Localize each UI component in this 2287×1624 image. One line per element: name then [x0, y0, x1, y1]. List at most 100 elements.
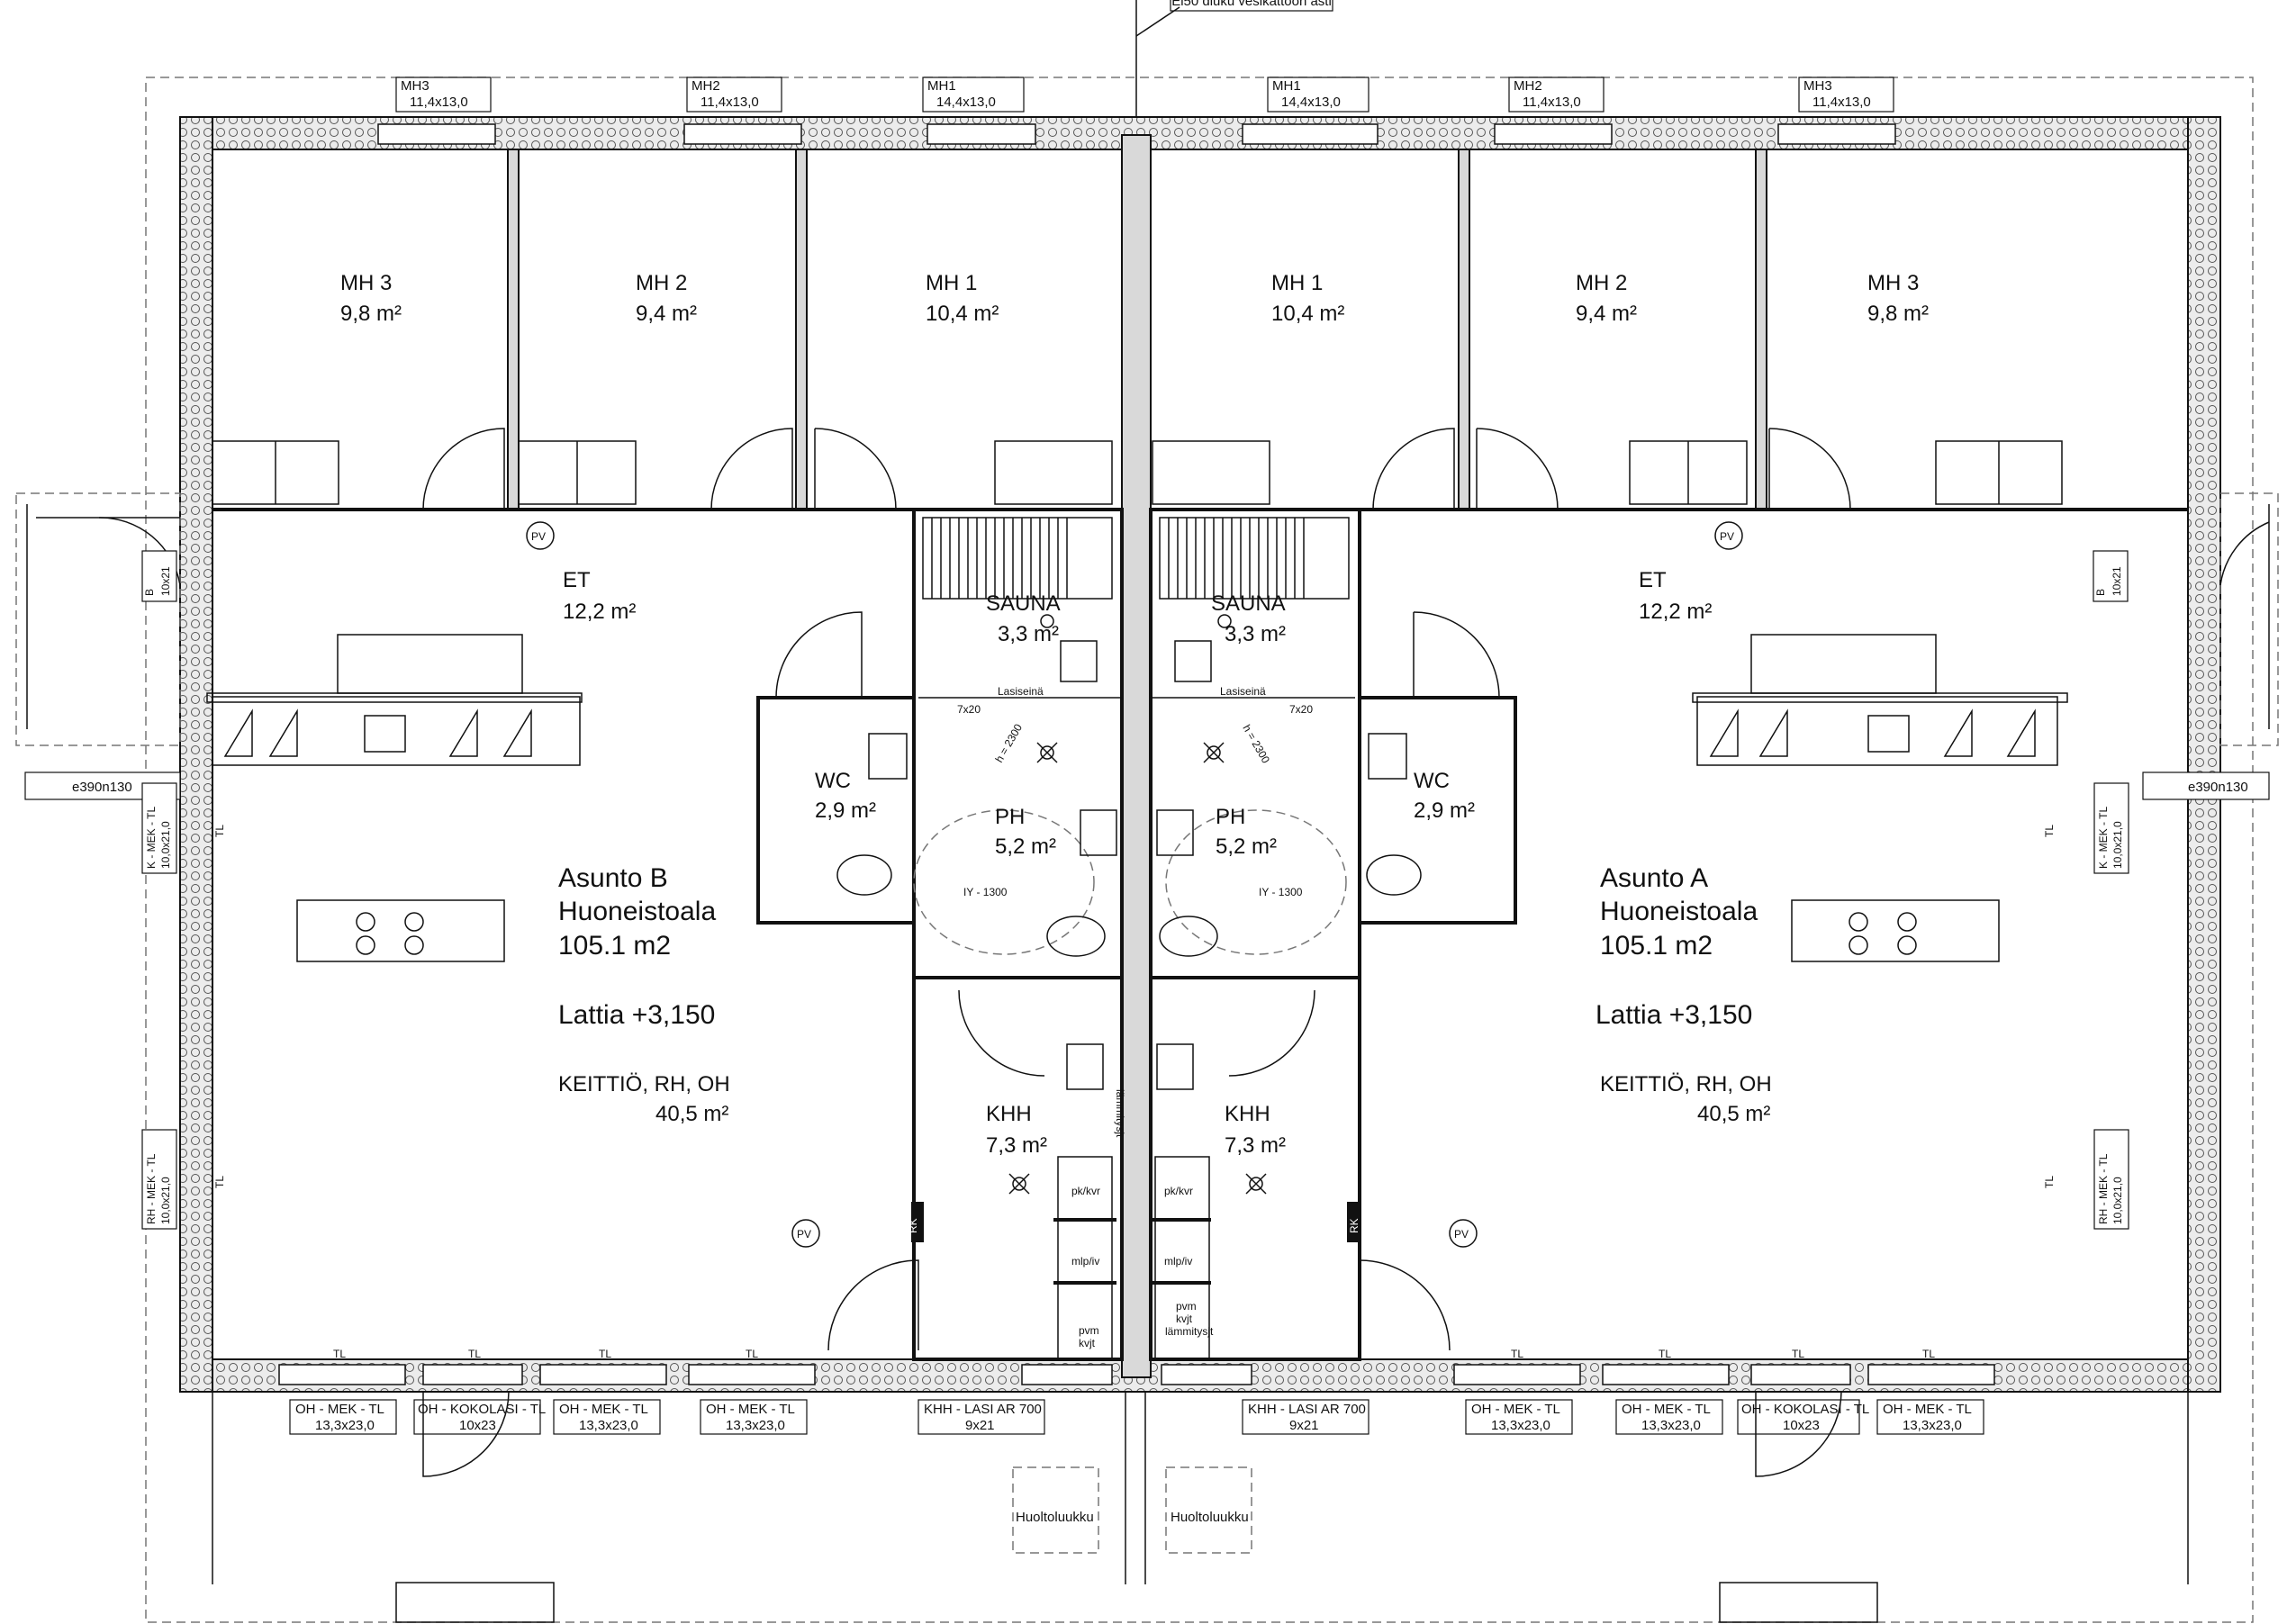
svg-text:TL: TL: [599, 1348, 611, 1360]
room-kitchen-a: KEITTIÖ, RH, OH: [1600, 1072, 1772, 1096]
room-mh3-b: MH 3: [340, 271, 392, 295]
svg-text:10x21: 10x21: [159, 566, 172, 596]
apt-b-floor: Lattia +3,150: [558, 1000, 715, 1030]
room-sauna-a: SAUNA: [1211, 591, 1286, 616]
svg-text:TL: TL: [213, 825, 226, 837]
svg-text:10,0x21,0: 10,0x21,0: [2111, 821, 2124, 869]
svg-text:MH1: MH1: [927, 78, 956, 94]
window-tag-bottom-2: OH - KOKOLASI - TL 10x23: [413, 1399, 546, 1435]
window-tag-bottom-7: OH - MEK - TL 13,3x23,0: [1465, 1399, 1573, 1435]
room-wc-b-area: 2,9 m²: [815, 798, 876, 823]
svg-text:11,4x13,0: 11,4x13,0: [410, 95, 468, 110]
svg-text:13,3x23,0: 13,3x23,0: [579, 1418, 638, 1433]
svg-text:11,4x13,0: 11,4x13,0: [1812, 95, 1871, 110]
balcony-right: e390n130 B 10x21: [2093, 492, 2279, 800]
svg-text:TL: TL: [1511, 1348, 1523, 1360]
svg-text:OH - MEK - TL: OH - MEK - TL: [1622, 1402, 1711, 1417]
svg-text:13,3x23,0: 13,3x23,0: [1491, 1418, 1550, 1433]
bottom-window-tags: OH - MEK - TL 13,3x23,0 OH - KOKOLASI - …: [289, 1399, 1984, 1435]
svg-text:13,3x23,0: 13,3x23,0: [726, 1418, 785, 1433]
svg-text:Lasiseinä: Lasiseinä: [998, 685, 1044, 698]
svg-text:OH - MEK - TL: OH - MEK - TL: [706, 1402, 795, 1417]
bedroom-doors: [422, 428, 1851, 510]
svg-text:RK: RK: [907, 1218, 919, 1233]
svg-text:TL: TL: [1659, 1348, 1671, 1360]
room-kitchen-a-area: 40,5 m²: [1697, 1102, 1770, 1126]
window-tag-top-1: MH3 11,4x13,0: [395, 77, 492, 113]
room-sauna-b-area: 3,3 m²: [998, 622, 1059, 646]
tl-marks-bottom: TL TL TL TL TL TL TL TL: [333, 1348, 1935, 1360]
bedroom-walls: [212, 149, 2189, 511]
svg-text:PV: PV: [1720, 530, 1734, 543]
svg-text:pvm: pvm: [1079, 1324, 1099, 1337]
svg-text:9x21: 9x21: [1289, 1418, 1319, 1433]
room-mh2-b-area: 9,4 m²: [636, 302, 697, 326]
exterior-wall-right: [2187, 116, 2221, 1393]
room-ph-b: PH: [995, 805, 1025, 829]
svg-text:OH - MEK - TL: OH - MEK - TL: [1471, 1402, 1560, 1417]
svg-text:10x23: 10x23: [1783, 1418, 1820, 1433]
room-mh2-a-area: 9,4 m²: [1576, 302, 1637, 326]
svg-text:TL: TL: [1792, 1348, 1804, 1360]
svg-text:7x20: 7x20: [1289, 703, 1313, 716]
light-fixtures: [1008, 614, 1267, 1195]
svg-text:B: B: [2094, 589, 2107, 596]
apt-b-title: Asunto B: [558, 863, 668, 893]
svg-text:IY - 1300: IY - 1300: [1259, 886, 1303, 898]
room-khh-a-area: 7,3 m²: [1225, 1133, 1286, 1158]
window-tag-top-2: MH2 11,4x13,0: [686, 77, 782, 113]
room-khh-a: KHH: [1225, 1102, 1270, 1126]
svg-text:OH - MEK - TL: OH - MEK - TL: [1883, 1402, 1972, 1417]
svg-text:lämmitysjt: lämmitysjt: [1114, 1089, 1126, 1138]
room-mh1-b: MH 1: [926, 271, 977, 295]
room-khh-b-area: 7,3 m²: [986, 1133, 1047, 1158]
room-kitchen-b-area: 40,5 m²: [655, 1102, 728, 1126]
room-ph-a: PH: [1216, 805, 1245, 829]
apt-a-title: Asunto A: [1600, 863, 1708, 893]
svg-text:pk/kvr: pk/kvr: [1164, 1185, 1193, 1197]
top-window-openings: [377, 123, 1896, 145]
wet-core-doors: [775, 611, 1500, 1351]
apt-b-subtitle: Huoneistoala: [558, 897, 716, 926]
svg-text:MH2: MH2: [1514, 78, 1542, 94]
pv-markers: PV PV PV PV: [526, 521, 1743, 1248]
svg-text:10,0x21,0: 10,0x21,0: [159, 1177, 172, 1224]
kitchen-a: [1692, 634, 2068, 962]
room-et-a-area: 12,2 m²: [1639, 600, 1712, 624]
svg-text:B: B: [143, 589, 156, 596]
window-tag-bottom-1: OH - MEK - TL 13,3x23,0: [289, 1399, 397, 1435]
room-kitchen-b: KEITTIÖ, RH, OH: [558, 1072, 730, 1096]
svg-text:MH3: MH3: [1803, 78, 1832, 94]
room-sauna-b: SAUNA: [986, 591, 1061, 616]
apt-a-subtitle: Huoneistoala: [1600, 897, 1758, 926]
svg-text:10,0x21,0: 10,0x21,0: [159, 821, 172, 869]
svg-text:11,4x13,0: 11,4x13,0: [701, 95, 759, 110]
svg-text:pk/kvr: pk/kvr: [1071, 1185, 1100, 1197]
svg-text:10x23: 10x23: [459, 1418, 496, 1433]
svg-text:13,3x23,0: 13,3x23,0: [315, 1418, 375, 1433]
room-mh3-b-area: 9,8 m²: [340, 302, 402, 326]
room-ph-b-area: 5,2 m²: [995, 835, 1056, 859]
svg-text:10,0x21,0: 10,0x21,0: [2111, 1177, 2124, 1224]
room-mh2-b: MH 2: [636, 271, 687, 295]
svg-text:KHH - LASI AR 700: KHH - LASI AR 700: [1248, 1402, 1366, 1417]
svg-text:MH1: MH1: [1272, 78, 1301, 94]
svg-text:PV: PV: [531, 530, 546, 543]
window-tag-bottom-6: KHH - LASI AR 700 9x21: [1242, 1399, 1369, 1435]
balcony-left-tag: e390n130: [72, 780, 132, 795]
svg-text:13,3x23,0: 13,3x23,0: [1641, 1418, 1701, 1433]
room-et-a: ET: [1639, 568, 1667, 592]
svg-text:14,4x13,0: 14,4x13,0: [1281, 95, 1341, 110]
svg-text:14,4x13,0: 14,4x13,0: [936, 95, 996, 110]
svg-text:MH2: MH2: [692, 78, 720, 94]
wardrobes: [212, 440, 2063, 505]
room-mh1-b-area: 10,4 m²: [926, 302, 999, 326]
svg-text:RH - MEK - TL: RH - MEK - TL: [2097, 1153, 2110, 1224]
top-note-text: Ei50 diuku vesikattoon asti: [1171, 0, 1332, 9]
window-tag-top-3: MH1 14,4x13,0: [922, 77, 1025, 113]
hatch-left-label: Huoltoluukku: [1016, 1510, 1094, 1525]
svg-text:TL: TL: [468, 1348, 481, 1360]
svg-text:PV: PV: [797, 1228, 811, 1241]
room-mh2-a: MH 2: [1576, 271, 1627, 295]
svg-text:10x21: 10x21: [2111, 566, 2123, 596]
